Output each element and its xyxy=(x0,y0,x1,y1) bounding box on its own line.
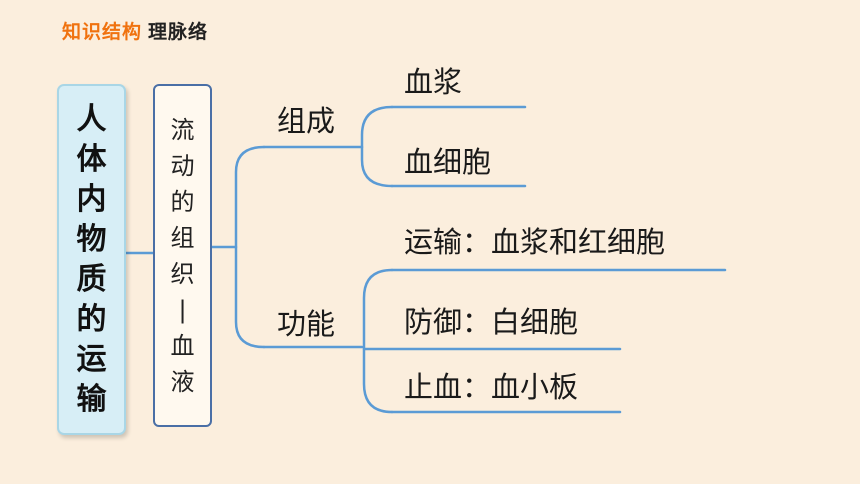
sub-topic-char: 流 xyxy=(170,115,195,144)
header-accent-title: 知识结构 xyxy=(62,21,143,43)
main-topic-char: 体 xyxy=(76,141,107,177)
main-topic-char: 质 xyxy=(76,261,107,297)
sub-topic-char: 织 xyxy=(170,259,195,288)
main-topic-char: 输 xyxy=(76,381,107,417)
main-topic-char: 内 xyxy=(76,181,107,217)
main-topic-char: 运 xyxy=(76,341,107,377)
sub-topic-char: 动 xyxy=(170,151,195,180)
header-subtitle: 理脉络 xyxy=(148,21,209,43)
composition-item-blood-cells: 血细胞 xyxy=(404,145,492,179)
main-topic-char: 人 xyxy=(76,101,107,137)
sub-topic-box: 流动的组织 | 血液 xyxy=(153,84,212,427)
composition-label: 组成 xyxy=(277,104,336,138)
function-bracket xyxy=(362,268,394,414)
sub-topic-char: 组 xyxy=(170,223,195,252)
sub-topic-char: 的 xyxy=(170,187,195,216)
function-item-hemostasis: 止血：血小板 xyxy=(404,370,579,404)
sub-topic-char: | xyxy=(178,295,187,324)
function-item-defense: 防御：白细胞 xyxy=(404,305,579,339)
main-topic-char: 的 xyxy=(76,301,107,337)
function-item-transport: 运输：血浆和红细胞 xyxy=(404,225,666,259)
composition-bracket xyxy=(360,105,394,188)
section-header: 知识结构理脉络 xyxy=(62,17,208,44)
composition-item-plasma: 血浆 xyxy=(404,65,463,99)
function-label: 功能 xyxy=(277,307,336,341)
trunk-bracket xyxy=(234,145,266,349)
main-topic-box: 人体内物质的运输 xyxy=(57,84,126,435)
main-topic-char: 物 xyxy=(76,221,107,257)
sub-topic-char: 液 xyxy=(170,367,195,396)
sub-topic-char: 血 xyxy=(170,331,195,360)
